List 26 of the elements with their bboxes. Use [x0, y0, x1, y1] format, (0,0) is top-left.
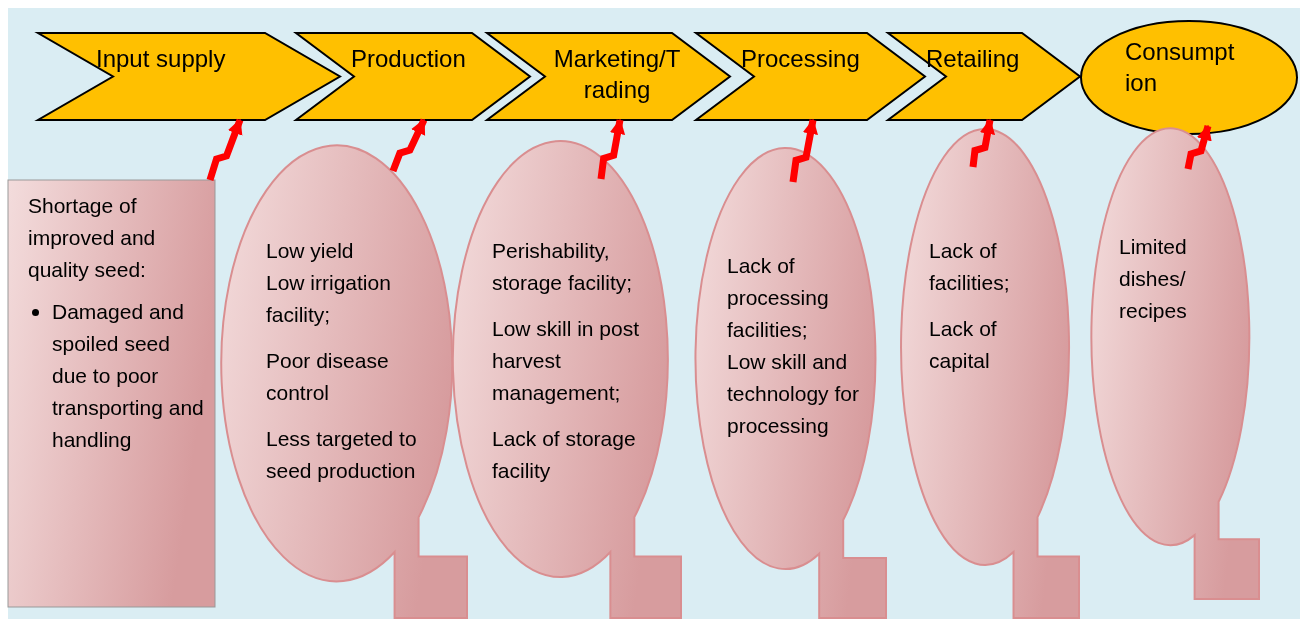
lightning-connector: [1184, 124, 1212, 170]
lightning-connector: [206, 118, 244, 182]
stage-label: Retailing: [926, 44, 1021, 74]
stage-label: Consumpt ion: [1125, 37, 1236, 98]
callout-text: Low irrigation facility;: [266, 270, 392, 328]
callout-text: Lack of facilities;: [929, 238, 1011, 296]
callout-text: Low skill in post harvest management;: [492, 316, 641, 406]
callout-text: Lack of processing facilities;: [727, 253, 830, 343]
stage-label: Processing: [741, 44, 861, 74]
callout-text: Lack of storage facility: [492, 426, 637, 484]
callout-text: Perishability, storage facility;: [492, 238, 634, 296]
lightning-connector: [389, 118, 428, 173]
lightning-connector: [789, 118, 818, 183]
stage-label: Input supply: [96, 44, 227, 74]
lightning-connector: [969, 118, 996, 168]
stage-label: Marketing/T rading: [552, 44, 682, 105]
bullet-item: Damaged and spoiled seed due to poor transporting and handling: [52, 300, 204, 451]
callout-text: Less targeted to seed production: [266, 426, 418, 484]
callout-text: Low skill and technology for processing: [727, 349, 860, 439]
stage-label: Production: [351, 44, 467, 74]
lightning-connector: [597, 118, 626, 180]
callout-text: Lack of capital: [929, 316, 998, 374]
callout-text: Shortage of improved and quality seed:: [28, 193, 157, 283]
callout-text: Low yield: [266, 238, 355, 264]
callout-text: Poor disease control: [266, 348, 390, 406]
callout-text: Limited dishes/ recipes: [1119, 234, 1188, 324]
